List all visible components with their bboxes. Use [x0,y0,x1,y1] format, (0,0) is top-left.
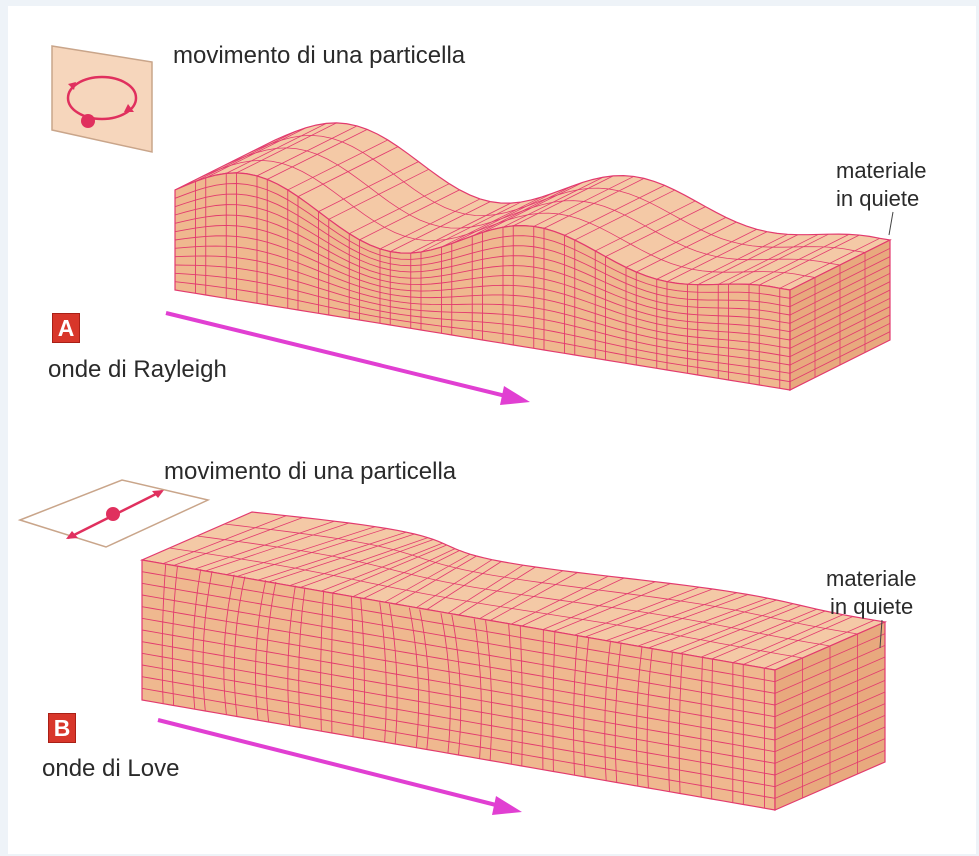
particle-motion-label-a: movimento di una particella [173,42,466,69]
elliptical-orbit-icon [66,75,138,121]
propagation-arrow-b [157,718,522,815]
particle-motion-label-b: movimento di una particella [164,458,457,485]
wave-name-a: onde di Rayleigh [48,356,227,383]
rayleigh-wave-block [174,122,892,391]
rest-material-label-b-line1: materiale [826,566,917,591]
rest-material-label-b-line2: in quiete [830,594,914,619]
rest-leader-line-b [879,619,883,649]
particle-dot-icon [81,114,95,128]
rest-material-label-a-line1: materiale [836,158,927,183]
panel-badge-a: A [52,313,80,343]
wave-name-b: onde di Love [42,755,180,782]
rest-material-label-a-line2: in quiete [836,186,920,211]
rest-leader-line-a [888,211,894,236]
particle-dot-icon [106,507,120,521]
panel-badge-b: B [48,713,76,743]
propagation-arrow-a [165,311,530,405]
particle-motion-inset-a [51,45,153,153]
particle-motion-inset-b [17,479,211,548]
love-wave-block [139,511,888,811]
